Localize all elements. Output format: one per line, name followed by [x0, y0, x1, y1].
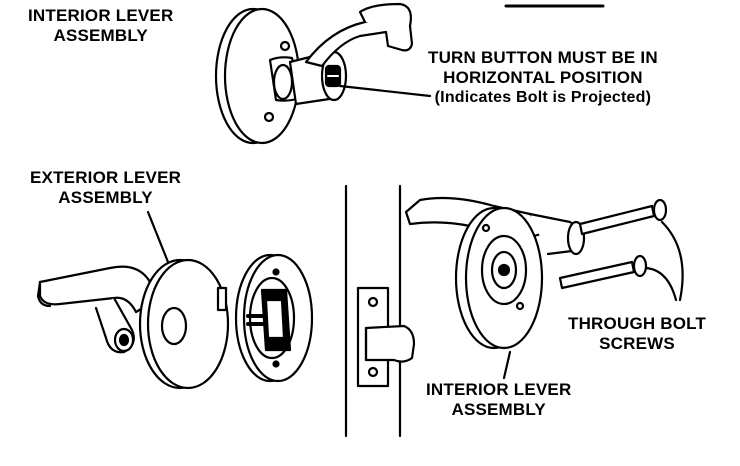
exterior-lever-drawing	[36, 258, 230, 390]
through-bolt-leader-lower	[644, 266, 678, 302]
exterior-lever-line1: EXTERIOR LEVER	[30, 168, 182, 187]
exterior-lever-leader	[146, 210, 170, 264]
mounting-plate-drawing	[234, 253, 314, 383]
exterior-lever-label: EXTERIOR LEVER ASSEMBLY	[30, 168, 181, 208]
turn-button-line2: HORIZONTAL POSITION	[443, 68, 643, 87]
through-bolt-label: THROUGH BOLT SCREWS	[568, 314, 706, 354]
interior-lever-top-line2: ASSEMBLY	[53, 26, 148, 45]
door-edge-drawing	[344, 184, 416, 438]
interior-lever-bottom-line1: INTERIOR LEVER	[426, 380, 572, 399]
through-bolt-line2: SCREWS	[599, 334, 675, 353]
turn-button-line3: (Indicates Bolt is Projected)	[434, 89, 652, 106]
turn-button-label: TURN BUTTON MUST BE IN HORIZONTAL POSITI…	[428, 48, 658, 108]
interior-lever-top-label: INTERIOR LEVER ASSEMBLY	[28, 6, 173, 46]
turn-button-leader	[338, 84, 432, 98]
exterior-lever-line2: ASSEMBLY	[58, 188, 153, 207]
through-bolt-screws-drawing	[558, 198, 668, 290]
interior-lever-bottom-label: INTERIOR LEVER ASSEMBLY	[426, 380, 571, 420]
interior-lever-bottom-drawing	[404, 196, 586, 350]
interior-lever-top-line1: INTERIOR LEVER	[28, 6, 174, 25]
through-bolt-leader-upper	[660, 220, 684, 302]
turn-button-line1: TURN BUTTON MUST BE IN	[428, 48, 658, 67]
interior-lever-top-drawing	[214, 2, 414, 145]
interior-lever-bottom-leader	[502, 350, 512, 380]
through-bolt-line1: THROUGH BOLT	[568, 314, 707, 333]
interior-lever-bottom-line2: ASSEMBLY	[451, 400, 546, 419]
